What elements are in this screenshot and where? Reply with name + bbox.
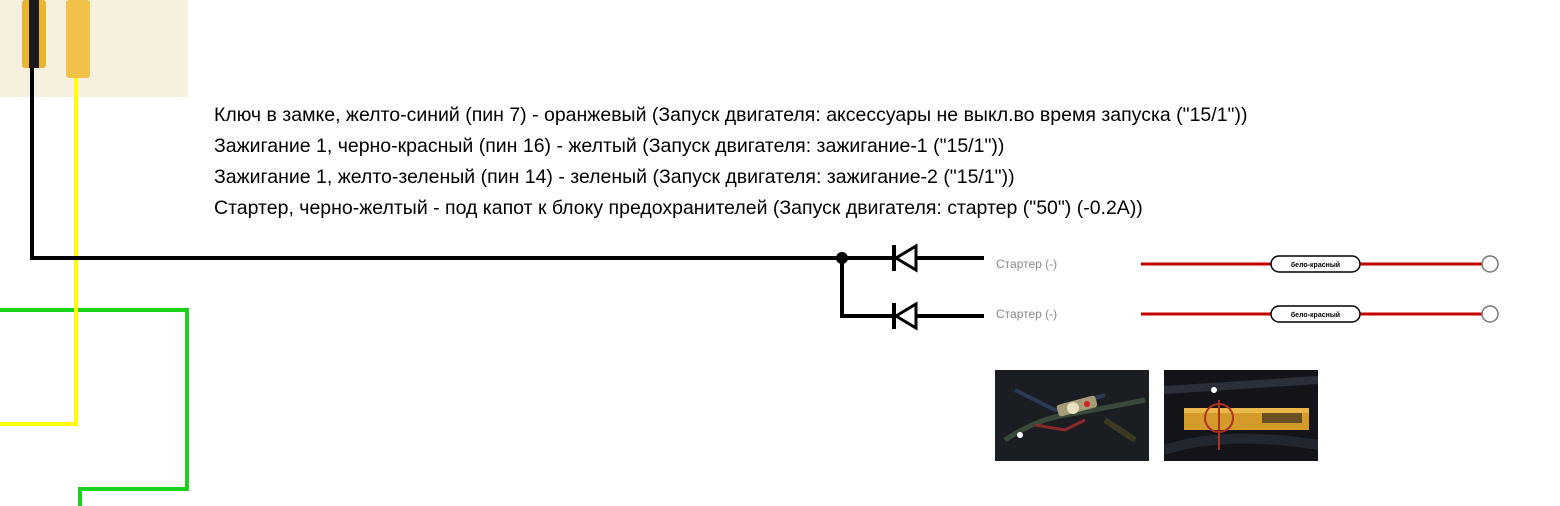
connector-pin-yellow [66,0,90,78]
note-line-4: Стартер, черно-желтый - под капот к блок… [214,197,1143,219]
yellow-wire [0,78,78,426]
junction-dot [836,252,848,264]
connector-pin-black-core [29,0,39,68]
note-line-1: Ключ в замке, желто-синий (пин 7) - оран… [214,104,1248,126]
terminal-2 [1481,305,1499,323]
diode-2 [892,301,918,331]
wire-tag-text-1: бело-красный [1291,261,1340,269]
note-line-3: Зажигание 1, желто-зеленый (пин 14) - зе… [214,166,1015,188]
note-line-2: Зажигание 1, черно-красный (пин 16) - же… [214,135,1005,157]
wire-tag-text-2: бело-красный [1291,311,1340,319]
black-wire [30,68,984,260]
wiring-photo-2 [1164,370,1318,461]
terminal-1 [1481,255,1499,273]
output-label-1: Стартер (-) [996,257,1057,271]
green-wire [0,308,189,506]
wire-tag-1 [1270,255,1361,273]
wiring-photo-1 [995,370,1149,461]
diode-1 [892,243,918,273]
black-wire-branch [840,258,984,318]
wire-tag-2 [1270,305,1361,323]
output-label-2: Стартер (-) [996,307,1057,321]
